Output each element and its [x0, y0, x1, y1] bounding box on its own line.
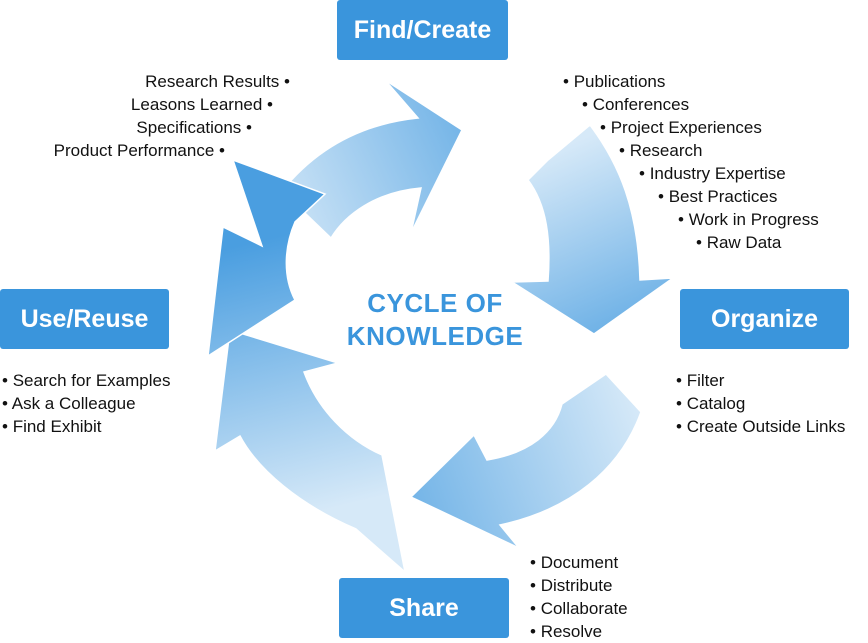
bullet-icon: •	[219, 141, 225, 160]
list-item-text: Leasons Learned	[130, 95, 263, 114]
list-item-text: Distribute	[540, 576, 613, 595]
bullet-icon: •	[676, 394, 682, 413]
list-item: Research Results •	[20, 70, 290, 93]
list-item-text: Best Practices	[668, 187, 778, 206]
list-item-text: Raw Data	[706, 233, 782, 252]
list-item-text: Ask a Colleague	[11, 394, 136, 413]
bullet-icon: •	[2, 394, 8, 413]
list-item-text: Industry Expertise	[649, 164, 786, 183]
bullet-icon: •	[582, 95, 588, 114]
list-item-text: Collaborate	[540, 599, 628, 618]
arrow-use-to-find	[207, 158, 327, 358]
share-list: • Document• Distribute• Collaborate• Res…	[530, 551, 628, 643]
bullet-icon: •	[284, 72, 290, 91]
bullet-icon: •	[563, 72, 569, 91]
bullet-icon: •	[2, 371, 8, 390]
arrow-find-create	[280, 79, 463, 240]
list-item-text: Research	[629, 141, 703, 160]
bullet-icon: •	[678, 210, 684, 229]
list-item: • Find Exhibit	[2, 415, 170, 438]
bullet-icon: •	[530, 553, 536, 572]
list-item-text: Create Outside Links	[686, 417, 846, 436]
bullet-icon: •	[600, 118, 606, 137]
list-item: • Best Practices	[563, 185, 819, 208]
list-item: • Raw Data	[563, 231, 819, 254]
list-item: • Industry Expertise	[563, 162, 819, 185]
list-item: • Filter	[676, 369, 845, 392]
list-item-text: Document	[540, 553, 619, 572]
list-item: • Create Outside Links	[676, 415, 845, 438]
center-title-line1: CYCLE OF	[367, 288, 503, 318]
use-list: • Search for Examples• Ask a Colleague• …	[2, 369, 170, 438]
list-item-text: Specifications	[136, 118, 242, 137]
share-box[interactable]: Share	[339, 578, 509, 638]
list-item: • Research	[563, 139, 819, 162]
list-item: • Resolve	[530, 620, 628, 643]
bullet-icon: •	[530, 599, 536, 618]
bullet-icon: •	[267, 95, 273, 114]
list-item-text: Filter	[686, 371, 725, 390]
find-left-list: Research Results •Leasons Learned •Speci…	[20, 70, 290, 162]
arrow-organize	[509, 123, 676, 335]
bullet-icon: •	[2, 417, 8, 436]
list-item-text: Conferences	[592, 95, 690, 114]
list-item-text: Publications	[573, 72, 666, 91]
list-item: • Catalog	[676, 392, 845, 415]
bullet-icon: •	[530, 622, 536, 641]
organize-list: • Filter• Catalog• Create Outside Links	[676, 369, 845, 438]
list-item-text: Product Performance	[53, 141, 215, 160]
list-item: • Document	[530, 551, 628, 574]
list-item-text: Research Results	[145, 72, 280, 91]
organize-box[interactable]: Organize	[680, 289, 849, 349]
bullet-icon: •	[639, 164, 645, 183]
list-item: Specifications •	[20, 116, 290, 139]
list-item: • Conferences	[563, 93, 819, 116]
list-item-text: Search for Examples	[12, 371, 171, 390]
list-item: Product Performance •	[20, 139, 290, 162]
bullet-icon: •	[619, 141, 625, 160]
list-item: • Work in Progress	[563, 208, 819, 231]
find-create-box[interactable]: Find/Create	[337, 0, 508, 60]
list-item-text: Work in Progress	[688, 210, 819, 229]
arrow-use-reuse	[214, 329, 407, 575]
list-item: • Collaborate	[530, 597, 628, 620]
bullet-icon: •	[246, 118, 252, 137]
bullet-icon: •	[530, 576, 536, 595]
list-item: • Publications	[563, 70, 819, 93]
list-item: • Project Experiences	[563, 116, 819, 139]
arrow-share	[409, 373, 642, 549]
list-item-text: Find Exhibit	[12, 417, 102, 436]
use-reuse-box[interactable]: Use/Reuse	[0, 289, 169, 349]
find-right-list: • Publications• Conferences• Project Exp…	[563, 70, 819, 254]
list-item-text: Project Experiences	[610, 118, 762, 137]
bullet-icon: •	[676, 417, 682, 436]
list-item: • Ask a Colleague	[2, 392, 170, 415]
list-item: Leasons Learned •	[20, 93, 290, 116]
bullet-icon: •	[676, 371, 682, 390]
list-item-text: Catalog	[686, 394, 746, 413]
bullet-icon: •	[696, 233, 702, 252]
center-title-line2: KNOWLEDGE	[346, 321, 524, 351]
list-item: • Distribute	[530, 574, 628, 597]
list-item-text: Resolve	[540, 622, 603, 641]
bullet-icon: •	[658, 187, 664, 206]
list-item: • Search for Examples	[2, 369, 170, 392]
